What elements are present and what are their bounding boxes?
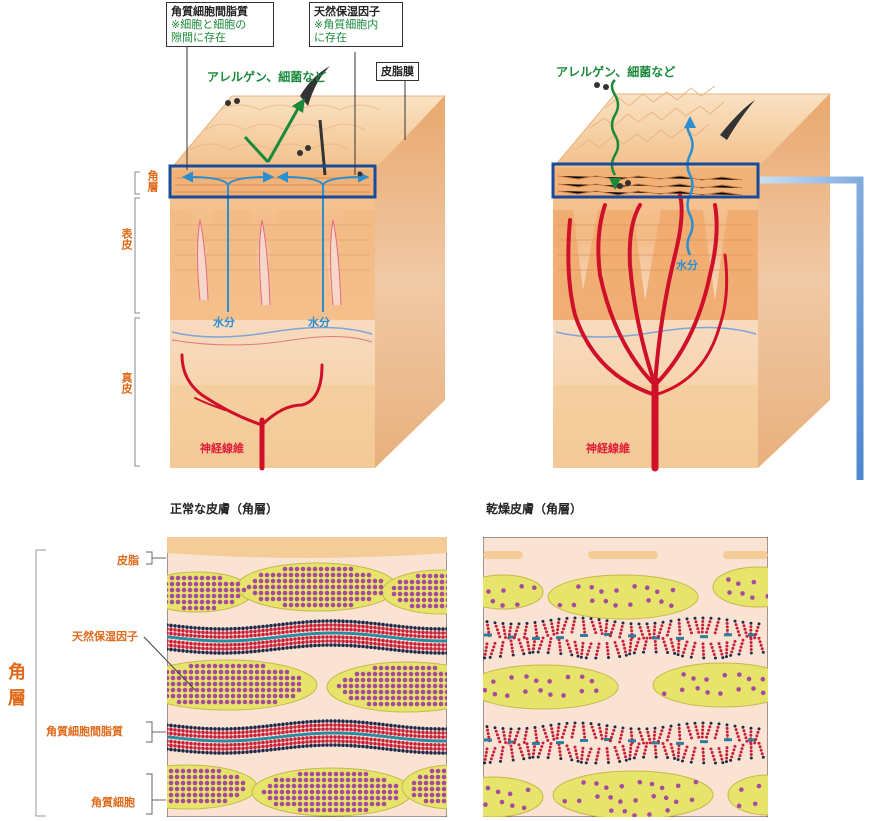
allergen-dots-left	[225, 98, 363, 177]
allergen-dots-right	[594, 82, 631, 189]
callout-sebum-film: 皮脂膜	[376, 62, 419, 81]
layer-label-shinpi: 真皮	[120, 372, 133, 394]
allergen-label-right: アレルゲン、細菌など	[556, 65, 676, 79]
layer-label-kakuso: 角層	[146, 170, 159, 192]
title-dry-skin: 乾燥皮膚（角層）	[486, 502, 583, 516]
kakuso-side-bracket	[35, 549, 46, 817]
kakuso-highlight-box-dry	[551, 162, 760, 199]
label-lipids: 角質細胞間脂質	[46, 725, 123, 738]
nerve-fiber-left	[180, 353, 324, 471]
kakuso-side-label: 角層	[8, 662, 26, 709]
label-sebum: 皮脂	[117, 554, 139, 567]
zoom-arrow	[760, 176, 864, 480]
normal-stratum-panel	[167, 537, 447, 817]
water-label-left-1: 水分	[213, 316, 235, 329]
dry-skin-cube	[551, 79, 832, 472]
callout-nmf: 天然保湿因子 ※角質細胞内 に存在	[309, 2, 403, 47]
label-cells: 角質細胞	[91, 796, 135, 809]
title-normal-skin: 正常な皮膚（角層）	[170, 502, 279, 516]
layer-label-hyohi: 表皮	[120, 228, 133, 250]
kakuso-highlight-box	[168, 164, 377, 199]
normal-skin-block	[134, 40, 864, 480]
label-nmf: 天然保湿因子	[72, 630, 138, 643]
normal-skin-cube	[134, 40, 447, 471]
dry-stratum-panel	[483, 537, 768, 817]
callout-lipids: 角質細胞間脂質 ※細胞と細胞の 隙間に存在	[166, 2, 274, 47]
allergen-label-left: アレルゲン、細菌など	[207, 70, 327, 84]
nerve-fiber-right	[566, 193, 729, 472]
water-flow-left	[181, 171, 370, 312]
nerve-label-left: 神経線維	[200, 442, 244, 455]
water-label-right: 水分	[676, 259, 698, 272]
nerve-label-right: 神経線維	[586, 442, 630, 455]
water-label-left-2: 水分	[308, 316, 330, 329]
